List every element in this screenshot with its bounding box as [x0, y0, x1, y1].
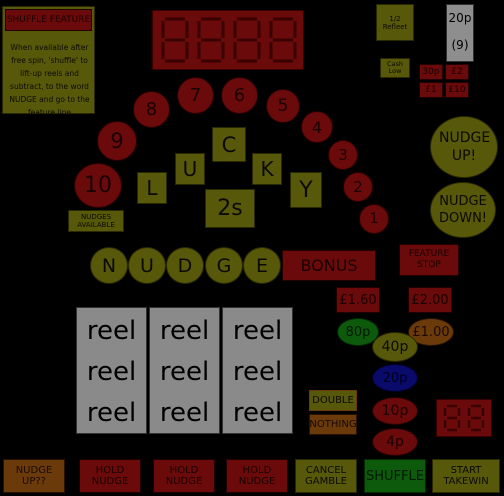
lucky-2s-badge: 2s [205, 189, 255, 228]
trail-step-5: 5 [266, 89, 300, 123]
nudge-down-label: NUDGE DOWN! [438, 194, 488, 226]
ladder-4p: 4p [372, 428, 418, 456]
hold-nudge-label: HOLD NUDGE [165, 465, 203, 487]
shuffle-feature-title: SHUFFLE FEATURE [5, 9, 92, 31]
reel-symbol: reel [86, 356, 137, 387]
mini-prize: £1 [419, 82, 443, 98]
trail-step-6: 6 [221, 77, 258, 114]
half-reflect-label: 1/2 Refleet [382, 14, 408, 31]
stake-amount: 20p [448, 11, 472, 25]
nudge-letter-n: N [90, 247, 128, 284]
nudge-letter-e: E [243, 247, 281, 284]
nudge-up-bottom-button[interactable]: NUDGE UP?? [3, 459, 65, 493]
lucky-letter-y: Y [290, 172, 322, 208]
trail-step-8: 8 [133, 91, 170, 128]
nothing-label: NOTHING [309, 414, 357, 435]
start-takewin-label: START TAKEWIN [443, 465, 489, 487]
hold-nudge-button-1[interactable]: HOLD NUDGE [79, 459, 141, 493]
hold-nudge-label: HOLD NUDGE [91, 465, 129, 487]
nudge-up-bottom-label: NUDGE UP?? [15, 465, 53, 487]
nudge-letter-d: D [166, 247, 204, 284]
nudge-down-button[interactable]: NUDGE DOWN! [430, 182, 496, 238]
hold-nudge-button-2[interactable]: HOLD NUDGE [153, 459, 215, 493]
lucky-letter-l: L [137, 172, 167, 204]
credit-display-digits [161, 17, 297, 63]
hold-nudge-button-3[interactable]: HOLD NUDGE [226, 459, 288, 493]
ladder-80p: 80p [337, 318, 379, 346]
ladder-price-160: £1.60 [336, 287, 380, 313]
lucky-letter-u: U [175, 153, 205, 185]
trail-step-4: 4 [301, 111, 333, 143]
reel-symbol: reel [159, 315, 210, 346]
mini-prize: 30p [419, 64, 443, 80]
reel-symbol: reel [232, 397, 283, 428]
shuffle-feature-text: When available after free spin, 'shuffle… [9, 43, 90, 117]
shuffle-label: SHUFFLE [366, 468, 424, 484]
reel-symbol: reel [159, 397, 210, 428]
cancel-gamble-label: CANCEL GAMBLE [305, 465, 347, 487]
win-display-digits [443, 404, 485, 432]
stake-display: 20p (9) [446, 4, 474, 62]
ladder-40p: 40p [372, 332, 418, 362]
reel-symbol: reel [232, 356, 283, 387]
reel-symbol: reel [86, 397, 137, 428]
trail-step-1: 1 [359, 204, 389, 234]
cash-low-label: Cash Low [386, 60, 404, 75]
shuffle-button[interactable]: SHUFFLE [364, 459, 426, 493]
trail-step-3: 3 [328, 140, 358, 170]
trail-step-2: 2 [343, 172, 373, 202]
reel-3: reel reel reel [222, 307, 293, 434]
double-label: DOUBLE [309, 390, 357, 411]
nudge-letter-u: U [128, 247, 166, 284]
reel-symbol: reel [159, 356, 210, 387]
trail-step-7: 7 [177, 77, 214, 114]
reel-2: reel reel reel [149, 307, 220, 434]
stake-count: (9) [451, 38, 469, 52]
reel-symbol: reel [232, 315, 283, 346]
bonus-label: BONUS [282, 250, 376, 281]
reel-symbol: reel [86, 315, 137, 346]
ladder-20p: 20p [372, 364, 418, 392]
half-reflect-button[interactable]: 1/2 Refleet [376, 4, 414, 41]
trail-step-9: 9 [97, 121, 137, 161]
lucky-letter-c: C [212, 127, 246, 162]
nudge-letter-g: G [205, 247, 243, 284]
ladder-10p: 10p [372, 397, 418, 425]
hold-nudge-label: HOLD NUDGE [238, 465, 276, 487]
credit-display [152, 10, 304, 70]
mini-prize: £2 [445, 64, 469, 80]
win-display [436, 399, 492, 437]
trail-step-10: 10 [74, 163, 122, 208]
nudge-up-button[interactable]: NUDGE UP! [430, 116, 498, 178]
reel-1: reel reel reel [76, 307, 147, 434]
start-takewin-button[interactable]: START TAKEWIN [432, 459, 500, 493]
mini-prize: £10 [445, 82, 469, 98]
nudges-available-label: NUDGES AVAILABLE [68, 210, 124, 232]
ladder-price-200: £2.00 [408, 287, 452, 313]
lucky-letter-k: K [252, 153, 282, 185]
cancel-gamble-button[interactable]: CANCEL GAMBLE [295, 459, 357, 493]
shuffle-feature-panel: SHUFFLE FEATURE When available after fre… [2, 6, 95, 117]
mini-prize-grid: 30p £2 £1 £10 [419, 64, 471, 100]
feature-stop-label: FEATURE STOP [399, 244, 459, 276]
cash-low-button[interactable]: Cash Low [380, 58, 410, 78]
nudge-up-label: NUDGE UP! [439, 130, 491, 164]
